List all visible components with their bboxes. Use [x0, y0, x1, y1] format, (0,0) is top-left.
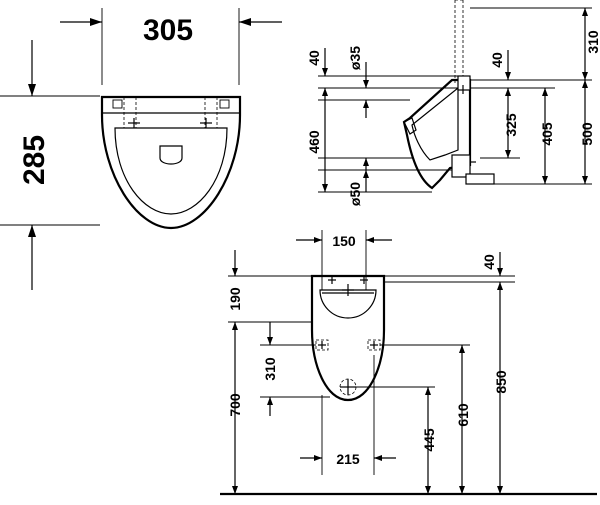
front-215-label: 215 [336, 451, 360, 467]
front-150-label: 150 [332, 233, 356, 249]
side-310-label: 310 [585, 30, 600, 54]
side-40-top-label: 40 [306, 50, 322, 66]
front-700-label: 700 [227, 393, 243, 417]
side-500-label: 500 [579, 122, 595, 146]
depth-285-label: 285 [18, 135, 51, 185]
front-445-label: 445 [421, 428, 437, 452]
front-body [310, 274, 386, 402]
front-40-label: 40 [481, 254, 497, 270]
top-view: 305 285 [0, 8, 282, 290]
front-310-label: 310 [262, 357, 278, 381]
side-dia50-label: ø50 [347, 182, 363, 206]
front-190-label: 190 [227, 287, 243, 311]
front-850-label: 850 [493, 370, 509, 394]
side-dia35-label: ø35 [347, 46, 363, 70]
side-325-label: 325 [503, 113, 519, 137]
front-610-label: 610 [455, 403, 471, 427]
side-405-label: 405 [539, 122, 555, 146]
side-460-label: 460 [306, 130, 322, 154]
fixing-marks [112, 97, 230, 128]
side-view: 40 ø35 460 ø50 40 310 325 405 500 [306, 0, 600, 206]
front-view: 150 [220, 230, 597, 496]
width-305-label: 305 [143, 14, 193, 47]
side-40-right-label: 40 [489, 52, 505, 68]
bowl-outline [100, 95, 242, 230]
